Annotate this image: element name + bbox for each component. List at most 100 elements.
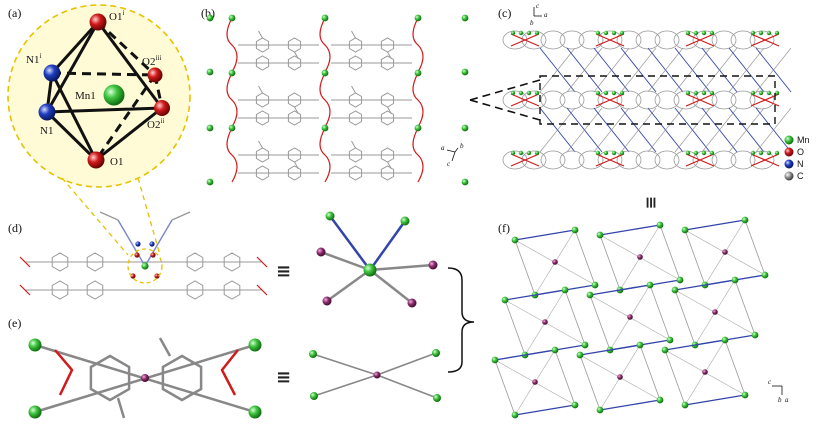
mn-atom xyxy=(534,30,540,36)
net-node-mn xyxy=(656,396,664,404)
net-edge-blue xyxy=(494,349,556,361)
axis-b-b: b xyxy=(460,142,464,150)
ring-stack xyxy=(749,150,775,170)
benzene-ring xyxy=(89,354,131,402)
carboxylate-cross xyxy=(510,93,540,107)
carboxylate-end xyxy=(256,256,268,268)
mn-atom xyxy=(709,150,715,156)
mn-atom xyxy=(518,150,524,156)
net-node-mn xyxy=(596,231,604,239)
net-edge xyxy=(684,229,706,286)
ring-stack xyxy=(711,90,737,110)
carboxylate-link xyxy=(319,72,331,128)
legend-mn-label: Mn xyxy=(797,135,810,145)
net-edge xyxy=(659,224,681,281)
net-node-ligand xyxy=(542,319,548,325)
carboxylate-end xyxy=(19,256,31,268)
mn-atom xyxy=(28,338,42,352)
net-edge xyxy=(639,344,661,401)
mn-atom xyxy=(28,405,42,419)
pillar-bond xyxy=(647,107,684,153)
net-node-mn xyxy=(571,401,579,409)
mn-atom xyxy=(518,90,524,96)
pillar-bond xyxy=(539,107,576,153)
mn-atom xyxy=(766,150,772,156)
n-atom xyxy=(149,241,155,247)
benzene-ring xyxy=(380,110,395,126)
mn-atom xyxy=(701,150,707,156)
carboxylate-cross xyxy=(595,93,625,107)
pillar-bond xyxy=(620,47,657,93)
carboxylate-link xyxy=(226,72,238,128)
ring-stack xyxy=(711,30,737,50)
axis-f-c: c xyxy=(768,378,772,386)
mn-atom xyxy=(248,405,262,419)
zoom-lines-b-to-c xyxy=(469,79,541,121)
ring-stack xyxy=(673,150,699,170)
mn-atom xyxy=(619,150,625,156)
benzene-ring xyxy=(51,252,69,272)
ring-stack xyxy=(616,150,642,170)
net-node-ligand xyxy=(552,259,558,265)
mn-atom xyxy=(414,14,422,22)
carboxylate xyxy=(54,349,74,396)
net-node-ligand xyxy=(627,314,633,320)
pyridyl-arm xyxy=(171,211,191,221)
net-edge xyxy=(589,294,611,351)
net-edge-blue xyxy=(599,399,661,411)
net-edge-blue xyxy=(664,339,726,351)
benzene-ring xyxy=(255,110,270,126)
ring-stack xyxy=(559,90,585,110)
label-o2ii: O2ii xyxy=(147,117,164,131)
ring-stack xyxy=(730,90,756,110)
net-node-mn xyxy=(586,291,594,299)
mn-atom xyxy=(766,30,772,36)
mn-atom xyxy=(750,30,756,36)
o-atom xyxy=(130,273,136,279)
benzene-ring xyxy=(348,165,363,181)
net-node-ligand xyxy=(617,374,623,380)
benzene-ring xyxy=(348,147,363,163)
net-edge-blue xyxy=(599,224,661,236)
ring-stack xyxy=(521,30,547,50)
net-edge xyxy=(494,359,516,416)
atom-o1 xyxy=(87,151,105,169)
carboxylate-cross xyxy=(685,153,715,167)
mn-atom xyxy=(510,90,516,96)
net-edge xyxy=(674,289,696,346)
benzene-ring xyxy=(223,280,241,300)
ring-stack xyxy=(540,30,566,50)
net-node-mn xyxy=(741,216,749,224)
axis-triad-c xyxy=(533,7,542,17)
ligand-fragment-e xyxy=(28,337,262,419)
panel-e: (e) xyxy=(8,316,262,419)
legend-o-swatch xyxy=(784,147,794,157)
ring-stack xyxy=(673,30,699,50)
net-node-mn xyxy=(596,406,604,414)
ring-stack xyxy=(521,90,547,110)
mn-atom xyxy=(534,150,540,156)
ring-stack xyxy=(673,90,699,110)
mn-atom xyxy=(750,90,756,96)
pillar-bond xyxy=(728,107,765,153)
carboxylate-link xyxy=(226,17,238,73)
node-simplified-ligand xyxy=(309,349,441,402)
net-node-mn xyxy=(576,351,584,359)
net-edge-blue xyxy=(504,289,566,301)
benzene-ring xyxy=(255,37,270,53)
mn-atom xyxy=(693,150,699,156)
ring-stack xyxy=(692,30,718,50)
label-o1i: O1i xyxy=(109,9,124,23)
mn-atom xyxy=(510,150,516,156)
net-edge xyxy=(564,289,586,346)
ring-stack xyxy=(635,90,661,110)
mn-atom xyxy=(206,14,214,22)
pillar-bond xyxy=(539,47,576,93)
methyl xyxy=(351,85,356,94)
net-node-mn xyxy=(731,276,739,284)
benzene-ring xyxy=(348,37,363,53)
net-node-mn xyxy=(581,341,589,349)
net-node-mn xyxy=(761,271,769,279)
mn-atom xyxy=(685,30,691,36)
ring-stack xyxy=(597,90,623,110)
